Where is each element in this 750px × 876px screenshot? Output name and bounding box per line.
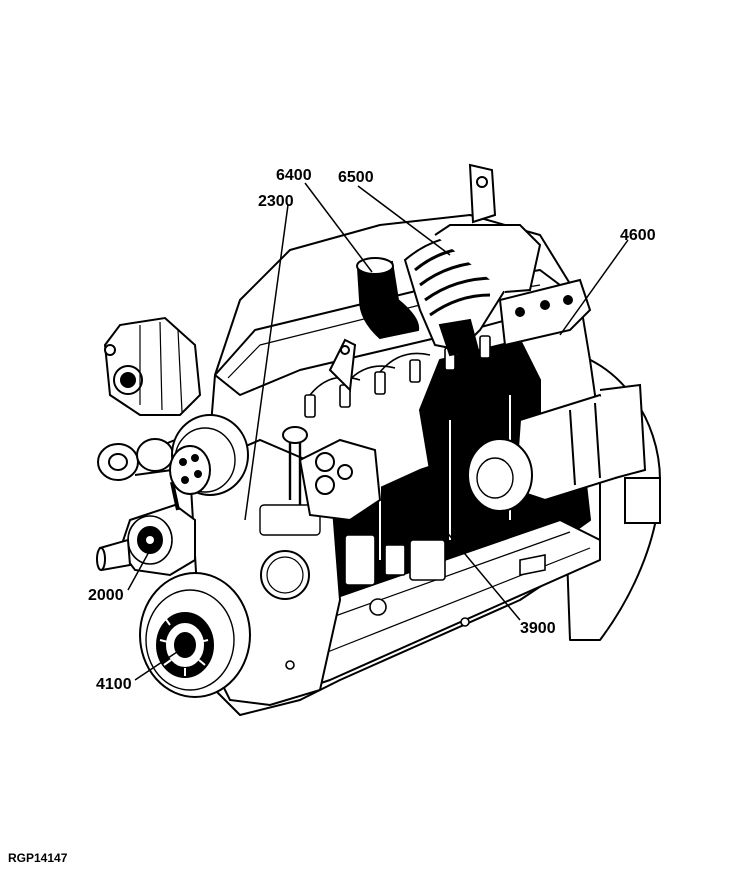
block-details <box>285 534 546 670</box>
callout-6500: 6500 <box>338 169 374 186</box>
fan-drive-pulley <box>169 414 249 496</box>
callout-2000: 2000 <box>88 587 124 604</box>
fuel-injectors <box>304 335 491 418</box>
air-intake-elbow <box>356 257 420 340</box>
idler-pulley <box>97 438 176 481</box>
turbocharger <box>403 163 542 357</box>
lifting-bracket <box>328 338 357 393</box>
crankshaft-damper <box>139 572 251 698</box>
callout-3900: 3900 <box>520 620 556 637</box>
callout-2300: 2300 <box>258 193 294 210</box>
leader-lines <box>127 182 629 681</box>
figure-id: RGP14147 <box>8 851 68 865</box>
callout-6400: 6400 <box>276 167 312 184</box>
callout-4600: 4600 <box>620 227 656 244</box>
alternator <box>103 316 202 416</box>
callout-4100: 4100 <box>96 676 132 693</box>
fuel-injection-pump <box>282 426 382 522</box>
callout-labels: 6400 6500 2300 4600 2000 3900 4100 <box>88 167 656 693</box>
starter-motor <box>467 383 661 524</box>
exhaust-manifold <box>498 278 592 347</box>
water-pump <box>96 481 196 577</box>
